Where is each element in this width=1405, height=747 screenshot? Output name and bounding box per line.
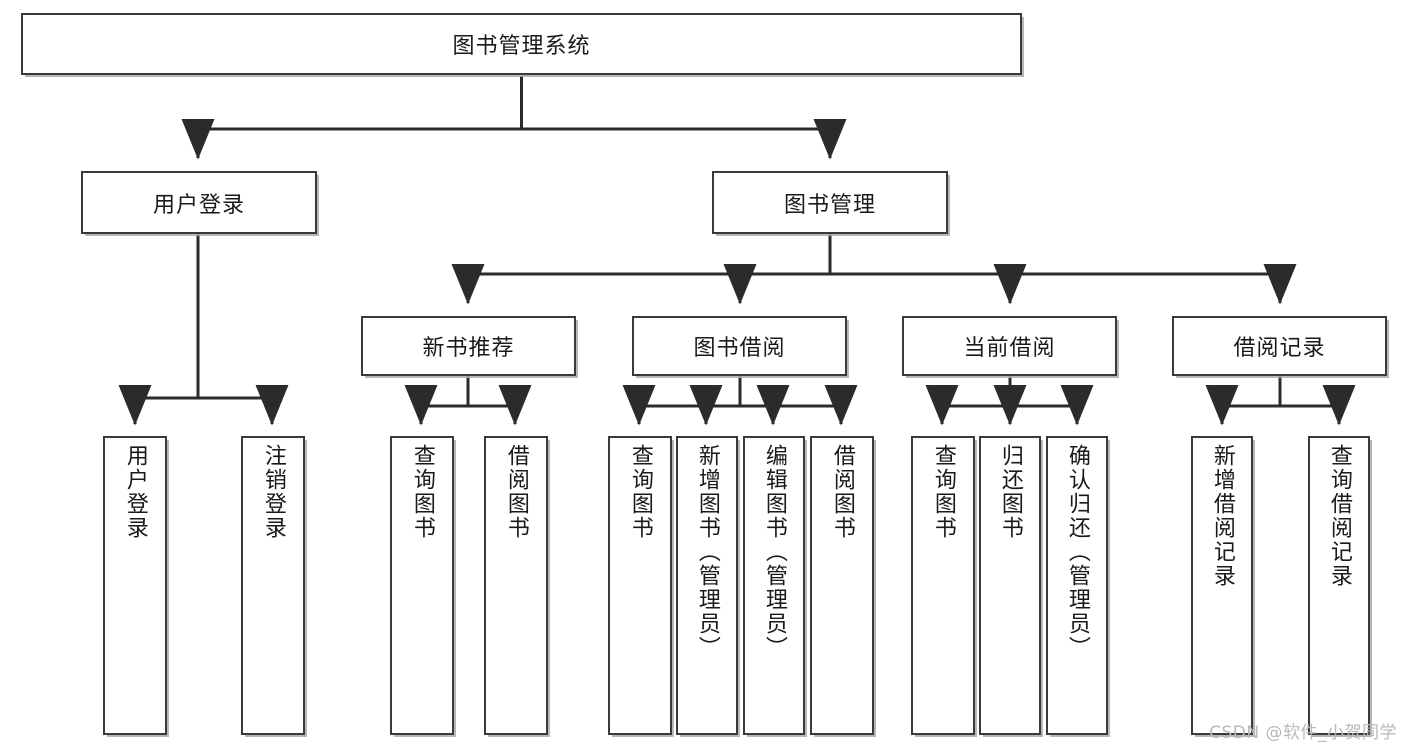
leaf-book-borrow-borrow-book[interactable]: 借阅图书 bbox=[810, 436, 874, 735]
leaf-label: 归还图书 bbox=[997, 444, 1023, 540]
leaf-label: 查询图书 bbox=[627, 444, 653, 540]
node-root[interactable]: 图书管理系统 bbox=[21, 13, 1022, 75]
leaf-current-borrow-query-book[interactable]: 查询图书 bbox=[911, 436, 975, 735]
node-current-borrow-label: 当前借阅 bbox=[963, 336, 1056, 361]
leaf-label: 编辑图书（管理员） bbox=[761, 444, 787, 660]
leaf-new-book-borrow-book[interactable]: 借阅图书 bbox=[484, 436, 548, 735]
leaf-label: 注销登录 bbox=[260, 444, 286, 540]
leaf-label: 查询图书 bbox=[930, 444, 956, 540]
leaf-user-login-logout[interactable]: 注销登录 bbox=[241, 436, 305, 735]
leaf-label: 确认归还（管理员） bbox=[1064, 444, 1090, 660]
node-book-management[interactable]: 图书管理 bbox=[712, 171, 948, 234]
watermark-text: CSDN @软件_小贺同学 bbox=[1209, 723, 1397, 743]
leaf-label: 新增图书（管理员） bbox=[694, 444, 720, 660]
node-book-borrow[interactable]: 图书借阅 bbox=[632, 316, 847, 376]
node-new-book-recommend[interactable]: 新书推荐 bbox=[361, 316, 576, 376]
node-borrow-record-label: 借阅记录 bbox=[1233, 336, 1326, 361]
leaf-label: 用户登录 bbox=[122, 444, 148, 540]
leaf-label: 查询图书 bbox=[409, 444, 435, 540]
node-borrow-record[interactable]: 借阅记录 bbox=[1172, 316, 1387, 376]
node-root-label: 图书管理系统 bbox=[452, 34, 591, 59]
leaf-label: 新增借阅记录 bbox=[1209, 444, 1235, 588]
node-user-login[interactable]: 用户登录 bbox=[81, 171, 317, 234]
node-current-borrow[interactable]: 当前借阅 bbox=[902, 316, 1117, 376]
leaf-label: 借阅图书 bbox=[503, 444, 529, 540]
leaf-current-borrow-return-book[interactable]: 归还图书 bbox=[979, 436, 1041, 735]
leaf-new-book-query-book[interactable]: 查询图书 bbox=[390, 436, 454, 735]
leaf-label: 查询借阅记录 bbox=[1326, 444, 1352, 588]
node-book-management-label: 图书管理 bbox=[783, 192, 876, 218]
node-new-book-recommend-label: 新书推荐 bbox=[422, 336, 515, 361]
leaf-current-borrow-confirm-return[interactable]: 确认归还（管理员） bbox=[1046, 436, 1108, 735]
leaf-label: 借阅图书 bbox=[829, 444, 855, 540]
leaf-book-borrow-edit-book[interactable]: 编辑图书（管理员） bbox=[743, 436, 805, 735]
node-book-borrow-label: 图书借阅 bbox=[693, 336, 786, 361]
leaf-user-login-login[interactable]: 用户登录 bbox=[103, 436, 167, 735]
leaf-borrow-record-query-record[interactable]: 查询借阅记录 bbox=[1308, 436, 1370, 735]
leaf-borrow-record-add-record[interactable]: 新增借阅记录 bbox=[1191, 436, 1253, 735]
node-user-login-label: 用户登录 bbox=[152, 192, 245, 218]
leaf-book-borrow-add-book[interactable]: 新增图书（管理员） bbox=[676, 436, 738, 735]
leaf-book-borrow-query-book[interactable]: 查询图书 bbox=[608, 436, 672, 735]
